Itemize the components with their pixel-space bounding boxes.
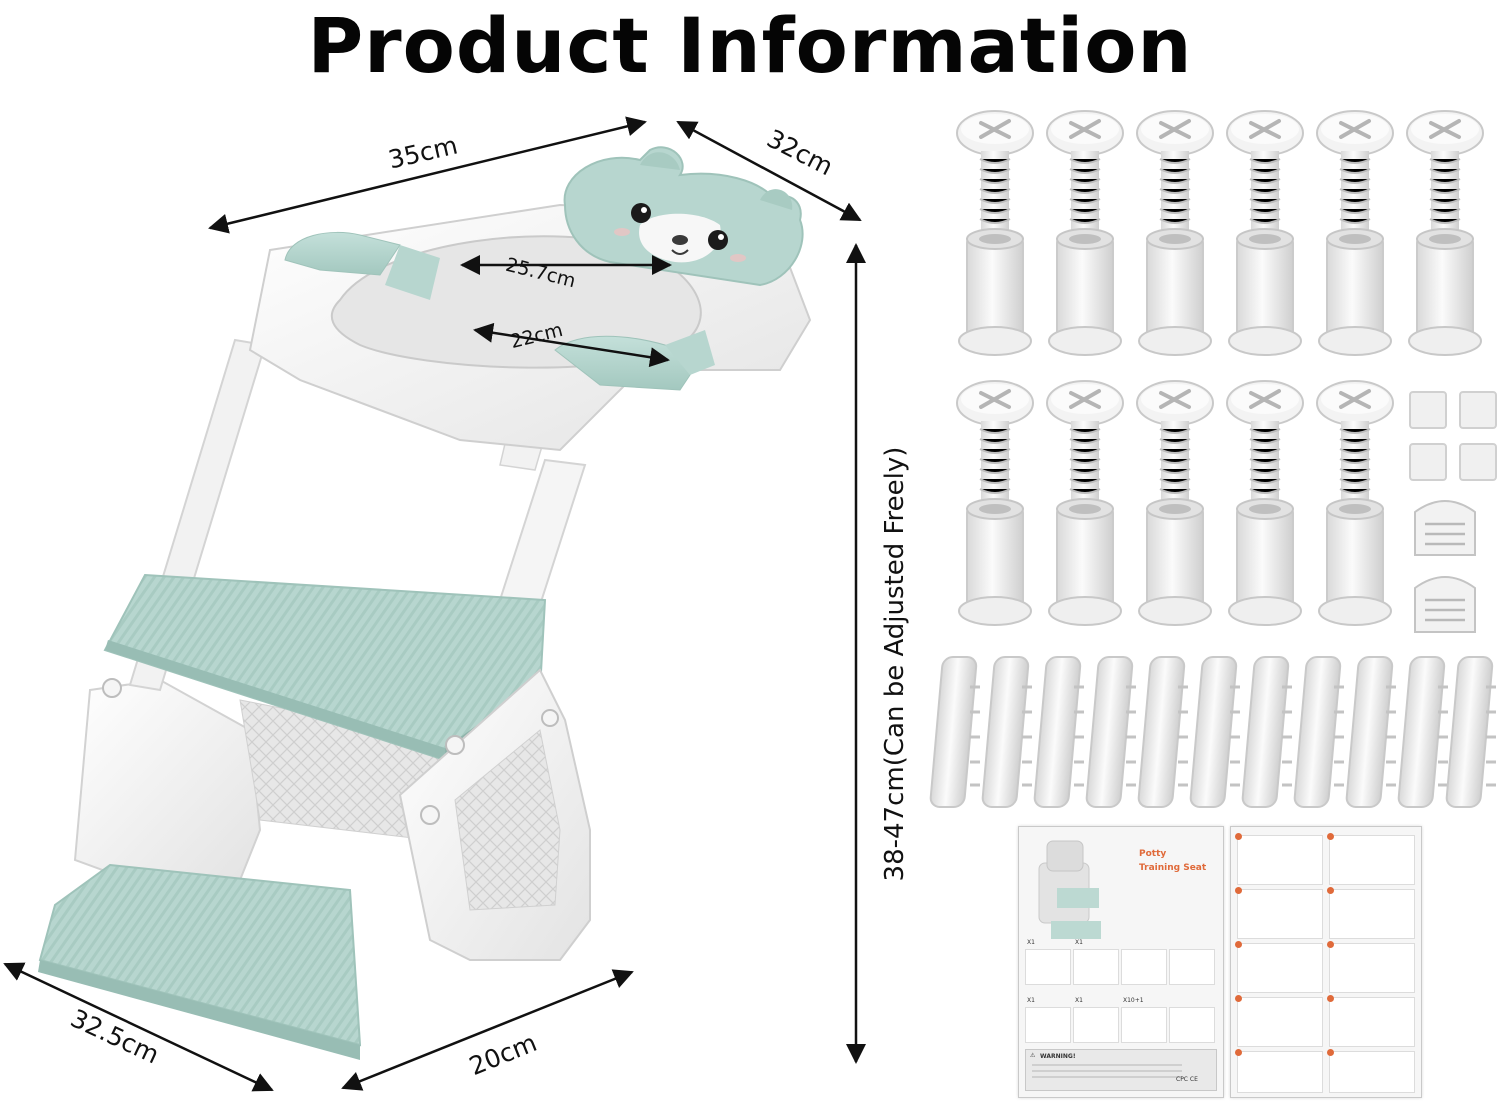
qty-label-2: X1 bbox=[1075, 939, 1083, 946]
step-number-badge bbox=[1327, 995, 1334, 1002]
step-number-badge bbox=[1235, 1049, 1242, 1056]
part-cell bbox=[1073, 949, 1119, 985]
part-cell bbox=[1025, 949, 1071, 985]
step-cell bbox=[1329, 835, 1415, 885]
manual-product-thumbnail bbox=[1038, 840, 1101, 939]
step-cell bbox=[1237, 835, 1323, 885]
part-cell bbox=[1169, 1007, 1215, 1043]
step-number-badge bbox=[1235, 833, 1242, 840]
page-title: Product Information bbox=[307, 1, 1193, 90]
qty-label-3: X1 bbox=[1027, 997, 1035, 1004]
step-number-badge bbox=[1327, 941, 1334, 948]
certification-marks: CPC CE bbox=[1176, 1076, 1198, 1083]
step-number-badge bbox=[1327, 833, 1334, 840]
step-cell bbox=[1237, 943, 1323, 993]
step-cell bbox=[1329, 943, 1415, 993]
qty-label-5: X10+1 bbox=[1123, 997, 1144, 1004]
step-cell bbox=[1329, 997, 1415, 1047]
step-cell bbox=[1329, 1051, 1415, 1093]
part-cell bbox=[1121, 949, 1167, 985]
qty-label-1: X1 bbox=[1027, 939, 1035, 946]
manual-title-line1: Potty bbox=[1139, 849, 1167, 859]
manual-warning-label: WARNING! bbox=[1040, 1053, 1076, 1060]
step-cell bbox=[1329, 889, 1415, 939]
step-cell bbox=[1237, 997, 1323, 1047]
step-number-badge bbox=[1235, 941, 1242, 948]
part-cell bbox=[1025, 1007, 1071, 1043]
manual-warning-box: ⚠ WARNING! CPC CE bbox=[1025, 1049, 1217, 1091]
step-number-badge bbox=[1235, 995, 1242, 1002]
manual-title-line2: Training Seat bbox=[1139, 863, 1207, 873]
step-number-badge bbox=[1235, 887, 1242, 894]
instruction-manual-steps bbox=[1230, 826, 1422, 1098]
step-number-badge bbox=[1327, 1049, 1334, 1056]
step-cell bbox=[1237, 889, 1323, 939]
part-cell bbox=[1073, 1007, 1119, 1043]
part-cell bbox=[1121, 1007, 1167, 1043]
step-cell bbox=[1237, 1051, 1323, 1093]
instruction-manual-cover: Potty Training Seat X1 X1 X1 X1 X10+1 ⚠ … bbox=[1018, 826, 1224, 1098]
warning-icon-label: ⚠ bbox=[1030, 1052, 1036, 1059]
qty-label-4: X1 bbox=[1075, 997, 1083, 1004]
step-number-badge bbox=[1327, 887, 1334, 894]
part-cell bbox=[1169, 949, 1215, 985]
